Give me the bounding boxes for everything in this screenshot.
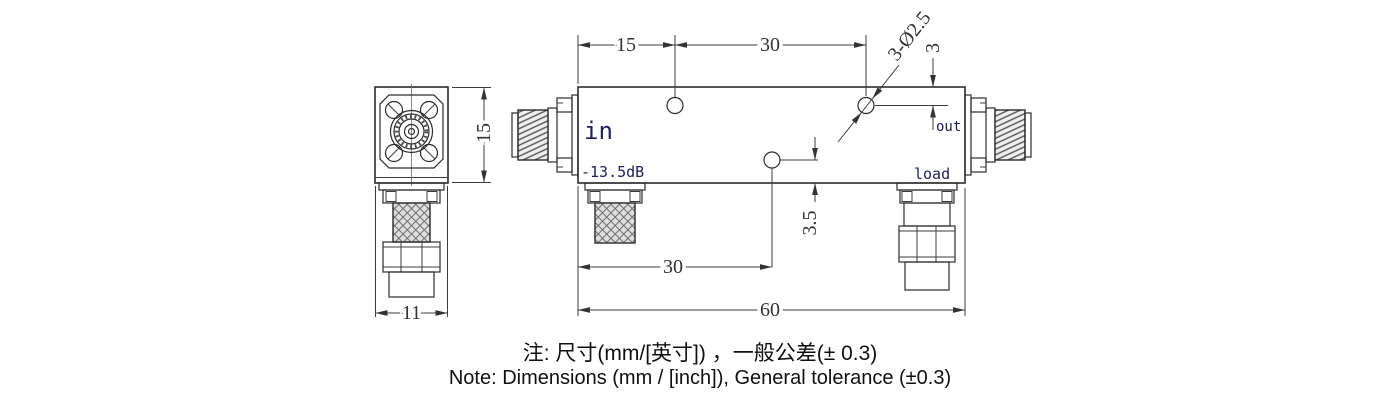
dim-hole-top-offset: 3 — [875, 43, 948, 130]
coupling-value-label: -13.5dB — [581, 163, 644, 181]
dim-text-hole-callout: 3-Ø2.5 — [884, 7, 936, 65]
hex-nut — [898, 225, 956, 263]
coax-connector-face — [389, 109, 434, 154]
mounting-hole-1 — [666, 96, 684, 115]
note-line-chinese: 注: 尺寸(mm/[英寸]) ，一般公差(± 0.3) — [522, 342, 878, 365]
coupled-port-connector — [584, 182, 646, 244]
port-label-load: load — [914, 165, 950, 183]
dim-flange-height: 15 — [452, 87, 499, 183]
screw-top-right-icon — [419, 100, 439, 120]
port-label-in: in — [584, 117, 613, 145]
dim-flange-width: 11 — [375, 186, 448, 328]
dim-hole1-offset: 15 — [577, 31, 676, 97]
dim-text-flange-height: 15 — [473, 123, 495, 143]
connector-end — [388, 271, 435, 298]
mounting-hole-3 — [763, 151, 781, 169]
dim-text-hole3-from-left: 30 — [663, 256, 683, 278]
input-connector — [511, 94, 579, 176]
dim-text-hole1-offset: 15 — [616, 34, 636, 56]
notes-block: 注: 尺寸(mm/[英寸]) ，一般公差(± 0.3) Note: Dimens… — [0, 341, 1400, 391]
load-connector — [896, 182, 958, 291]
port-label-out: out — [936, 119, 961, 135]
dim-body-length: 60 — [578, 188, 966, 325]
screw-bottom-right-icon — [419, 143, 439, 163]
note-line-english: Note: Dimensions (mm / [inch]), General … — [448, 367, 952, 389]
thread-section — [517, 109, 549, 161]
dim-text-body-length: 60 — [760, 299, 780, 321]
knurled-thread-section — [594, 202, 636, 244]
output-connector — [964, 94, 1032, 176]
connector-end — [904, 261, 950, 291]
screw-top-left-icon — [384, 100, 404, 120]
connector-tab — [385, 191, 397, 202]
front-view-connector — [378, 182, 445, 298]
front-flange-plate — [379, 94, 444, 169]
connector-tab — [426, 191, 438, 202]
knurled-thread-section — [392, 202, 431, 243]
dim-text-flange-width: 11 — [402, 302, 421, 324]
dim-hole-spacing: 30 — [675, 31, 867, 96]
dim-hole-callout: 3-Ø2.5 — [837, 7, 936, 143]
hex-nut — [382, 241, 441, 273]
side-view: in -13.5dB out load — [511, 7, 1032, 325]
dim-text-hole3-bottom-offset: 3.5 — [799, 211, 821, 236]
dim-hole3-bottom-offset: 3.5 — [780, 137, 821, 236]
front-view: 15 11 — [374, 84, 499, 328]
dim-text-hole-top-offset: 3 — [922, 43, 944, 53]
mounting-hole-2 — [857, 96, 875, 115]
dim-text-hole-spacing: 30 — [760, 34, 780, 56]
dim-hole3-from-left: 30 — [577, 168, 773, 316]
screw-bottom-left-icon — [384, 143, 404, 163]
thread-section — [994, 109, 1026, 161]
